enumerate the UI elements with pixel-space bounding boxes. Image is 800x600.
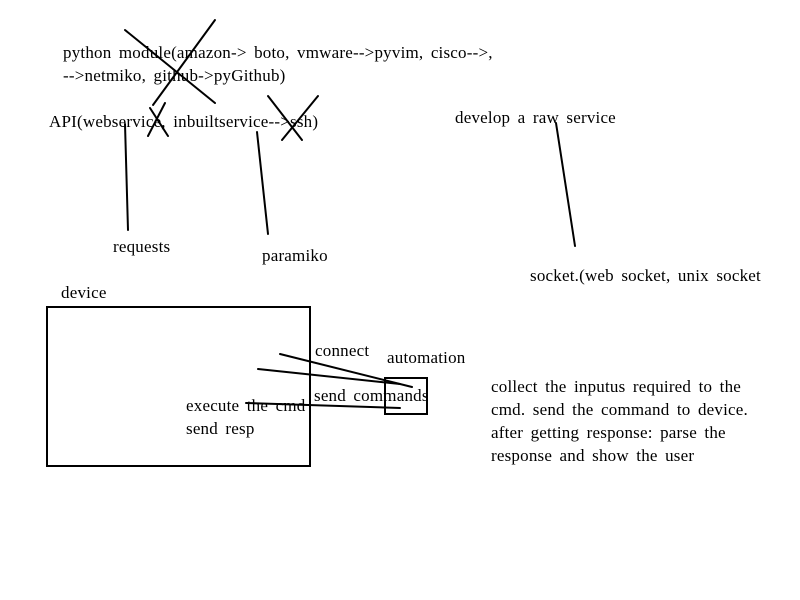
device-box <box>46 306 311 467</box>
top-note-line-2: -->netmiko, github->pyGithub) <box>63 66 286 85</box>
automation-label: automation <box>387 348 466 367</box>
socket-label: socket.(web socket, unix socket <box>530 266 761 285</box>
connector-line <box>257 368 401 385</box>
strike-line <box>147 102 166 137</box>
strike-line <box>124 29 216 104</box>
top-note-line-1: python module(amazon-> boto, vmware-->py… <box>63 43 493 62</box>
send-resp-label: send resp <box>186 419 255 438</box>
connector-line <box>245 402 401 409</box>
strike-line <box>149 107 169 137</box>
send-commands-label: send commands <box>314 386 429 405</box>
automation-description-line: after getting response: parse the <box>491 423 726 442</box>
connector-line <box>555 122 576 247</box>
automation-description-line: cmd. send the command to device. <box>491 400 748 419</box>
execute-cmd-label: execute the cmd <box>186 396 306 415</box>
strike-line <box>152 19 216 106</box>
strike-line <box>281 95 319 141</box>
automation-box <box>384 377 428 415</box>
connector-line <box>256 131 269 235</box>
requests-label: requests <box>113 237 171 256</box>
connector-line <box>279 353 413 388</box>
paramiko-label: paramiko <box>262 246 328 265</box>
api-label: API(webservice, inbuiltservice-->ssh) <box>49 112 319 131</box>
automation-description-line: response and show the user <box>491 446 695 465</box>
raw-service-label: develop a raw service <box>455 108 616 127</box>
device-label: device <box>61 283 107 302</box>
strike-line <box>267 95 303 141</box>
connector-line <box>124 123 129 231</box>
automation-description-line: collect the inputus required to the <box>491 377 742 396</box>
connect-label: connect <box>315 341 370 360</box>
